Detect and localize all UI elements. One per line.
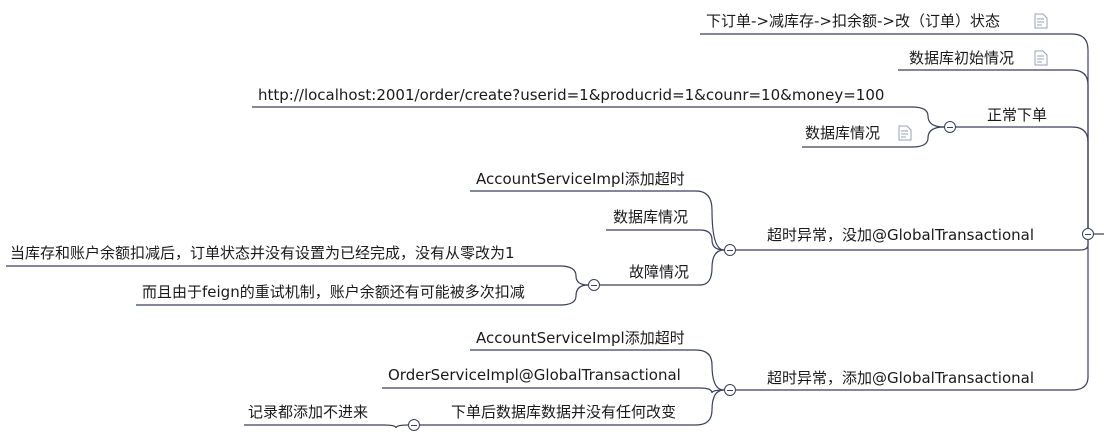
note-icon[interactable] xyxy=(898,125,912,141)
branch-timeout-no-global[interactable]: 超时异常，没加@GlobalTransactional xyxy=(767,226,1035,244)
collapse-toggle-timeout-with-global[interactable] xyxy=(724,384,736,396)
node-db-status[interactable]: 数据库情况 xyxy=(613,208,689,226)
note-icon[interactable] xyxy=(1034,13,1048,29)
node-fault-detail-2[interactable]: 而且由于feign的重试机制，账户余额还有可能被多次扣减 xyxy=(142,283,525,301)
node-order-global[interactable]: OrderServiceImpl@GlobalTransactional xyxy=(388,366,681,384)
node-db-status[interactable]: 数据库情况 xyxy=(805,124,881,142)
branch-order-flow[interactable]: 下订单->减库存->扣余额->改（订单）状态 xyxy=(706,12,1000,30)
node-fault-detail-1[interactable]: 当库存和账户余额扣减后，订单状态并没有设置为已经完成，没有从零改为1 xyxy=(10,244,515,262)
collapse-toggle-timeout-no-global[interactable] xyxy=(724,244,736,256)
node-order-url[interactable]: http://localhost:2001/order/create?useri… xyxy=(258,86,885,104)
note-icon[interactable] xyxy=(1034,50,1048,66)
collapse-toggle-fault[interactable] xyxy=(588,279,600,291)
branch-normal-order[interactable]: 正常下单 xyxy=(987,106,1048,124)
collapse-toggle-no-change[interactable] xyxy=(408,419,420,431)
collapse-toggle-root[interactable] xyxy=(1082,228,1094,240)
node-fault-status[interactable]: 故障情况 xyxy=(629,263,690,281)
collapse-toggle-normal-order[interactable] xyxy=(944,121,956,133)
node-account-timeout[interactable]: AccountServiceImpl添加超时 xyxy=(476,170,685,188)
branch-db-initial[interactable]: 数据库初始情况 xyxy=(909,49,1015,67)
node-no-change[interactable]: 下单后数据库数据并没有任何改变 xyxy=(451,403,677,421)
node-account-timeout[interactable]: AccountServiceImpl添加超时 xyxy=(476,329,685,347)
branch-timeout-with-global[interactable]: 超时异常，添加@GlobalTransactional xyxy=(767,369,1035,387)
node-records-not-added[interactable]: 记录都添加不进来 xyxy=(248,403,369,421)
